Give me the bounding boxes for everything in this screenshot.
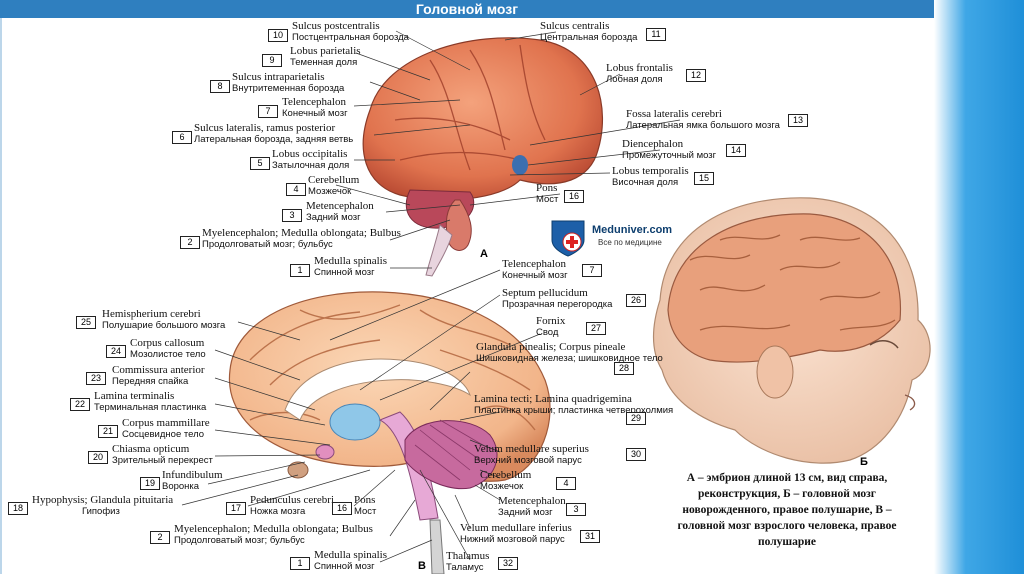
logo-name: Meduniver.com — [592, 224, 672, 236]
number-box: 32 — [498, 557, 518, 570]
number-box: 24 — [106, 345, 126, 358]
number-box: 31 — [580, 530, 600, 543]
number-box: 8 — [210, 80, 230, 93]
number-box: 19 — [140, 477, 160, 490]
figure-letter-b: Б — [860, 456, 868, 468]
number-box: 15 — [694, 172, 714, 185]
label-myelencephalon: Myelencephalon; Medulla oblongata; Bulbu… — [202, 227, 401, 251]
newborn-head — [654, 198, 931, 463]
number-box: 5 — [250, 157, 270, 170]
number-box: 4 — [286, 183, 306, 196]
logo-tagline: Все по медицине — [598, 238, 662, 247]
number-box: 17 — [226, 502, 246, 515]
number-box: 20 — [88, 451, 108, 464]
number-box: 2 — [180, 236, 200, 249]
number-box: 27 — [586, 322, 606, 335]
number-box: 26 — [626, 294, 646, 307]
number-box: 22 — [70, 398, 90, 411]
number-box: 14 — [726, 144, 746, 157]
meduniver-logo: Meduniver.com Все по медицине — [548, 218, 588, 263]
number-box: 25 — [76, 316, 96, 329]
label-myelencephalon-v: Myelencephalon; Medulla oblongata; Bulbu… — [174, 523, 373, 547]
number-box: 3 — [282, 209, 302, 222]
number-box: 16 — [564, 190, 584, 203]
number-box: 30 — [626, 448, 646, 461]
number-box: 1 — [290, 264, 310, 277]
number-box: 16 — [332, 502, 352, 515]
number-box: 6 — [172, 131, 192, 144]
number-box: 7 — [258, 105, 278, 118]
number-box: 3 — [566, 503, 586, 516]
number-box: 23 — [86, 372, 106, 385]
figure-letter-v: В — [418, 560, 426, 572]
number-box: 9 — [262, 54, 282, 67]
figure-letter-a: А — [480, 248, 488, 260]
number-box: 4 — [556, 477, 576, 490]
number-box: 10 — [268, 29, 288, 42]
number-box: 13 — [788, 114, 808, 127]
number-box: 11 — [646, 28, 666, 41]
number-box: 1 — [290, 557, 310, 570]
number-box: 28 — [614, 362, 634, 375]
number-box: 29 — [626, 412, 646, 425]
number-box: 2 — [150, 531, 170, 544]
number-box: 7 — [582, 264, 602, 277]
number-box: 18 — [8, 502, 28, 515]
number-box: 12 — [686, 69, 706, 82]
shield-cross-icon — [548, 218, 588, 258]
number-box: 21 — [98, 425, 118, 438]
figure-caption: А – эмбрион длиной 13 см, вид справа, ре… — [658, 470, 916, 550]
